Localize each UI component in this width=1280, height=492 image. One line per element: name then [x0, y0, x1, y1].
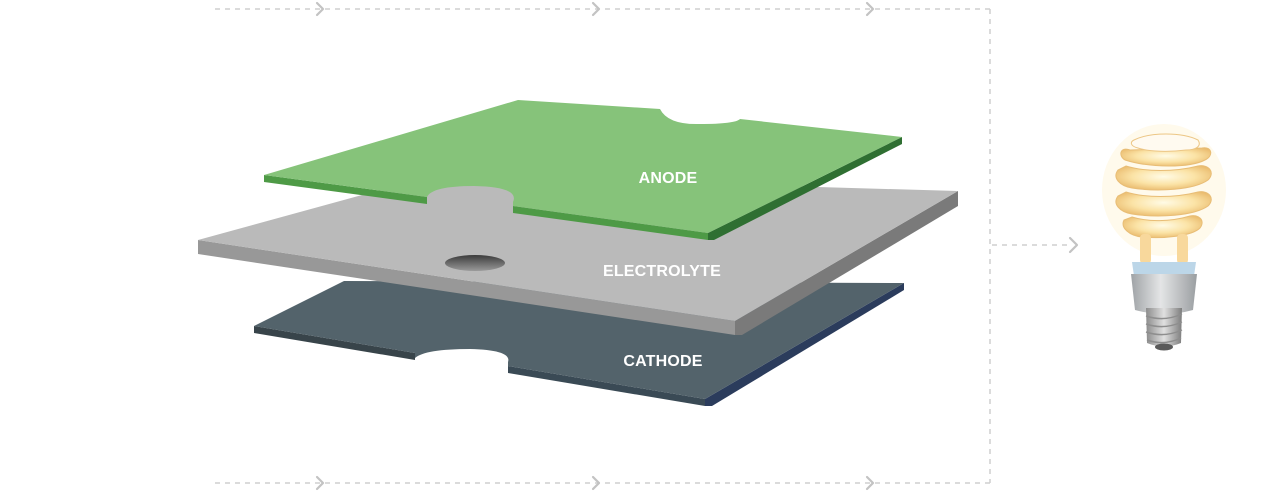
electrolyte-label: ELECTROLYTE	[603, 263, 721, 280]
cathode-label: CATHODE	[623, 353, 702, 370]
chevron-right-icon	[315, 1, 325, 17]
flow-path-top	[215, 1, 990, 17]
anode-plate	[264, 100, 902, 233]
chevron-right-icon	[865, 475, 875, 491]
chevron-right-icon	[315, 475, 325, 491]
chevron-right-icon	[591, 1, 601, 17]
chevron-right-icon	[1068, 236, 1079, 254]
anode-label: ANODE	[639, 170, 698, 187]
chevron-right-icon	[865, 1, 875, 17]
electrolyte-hole	[445, 255, 505, 271]
flow-path-right	[989, 9, 1079, 483]
anode-layer: ANODE	[264, 100, 902, 240]
flow-path-bottom	[215, 475, 990, 491]
chevron-right-icon	[591, 475, 601, 491]
light-bulb-icon	[1102, 124, 1226, 351]
